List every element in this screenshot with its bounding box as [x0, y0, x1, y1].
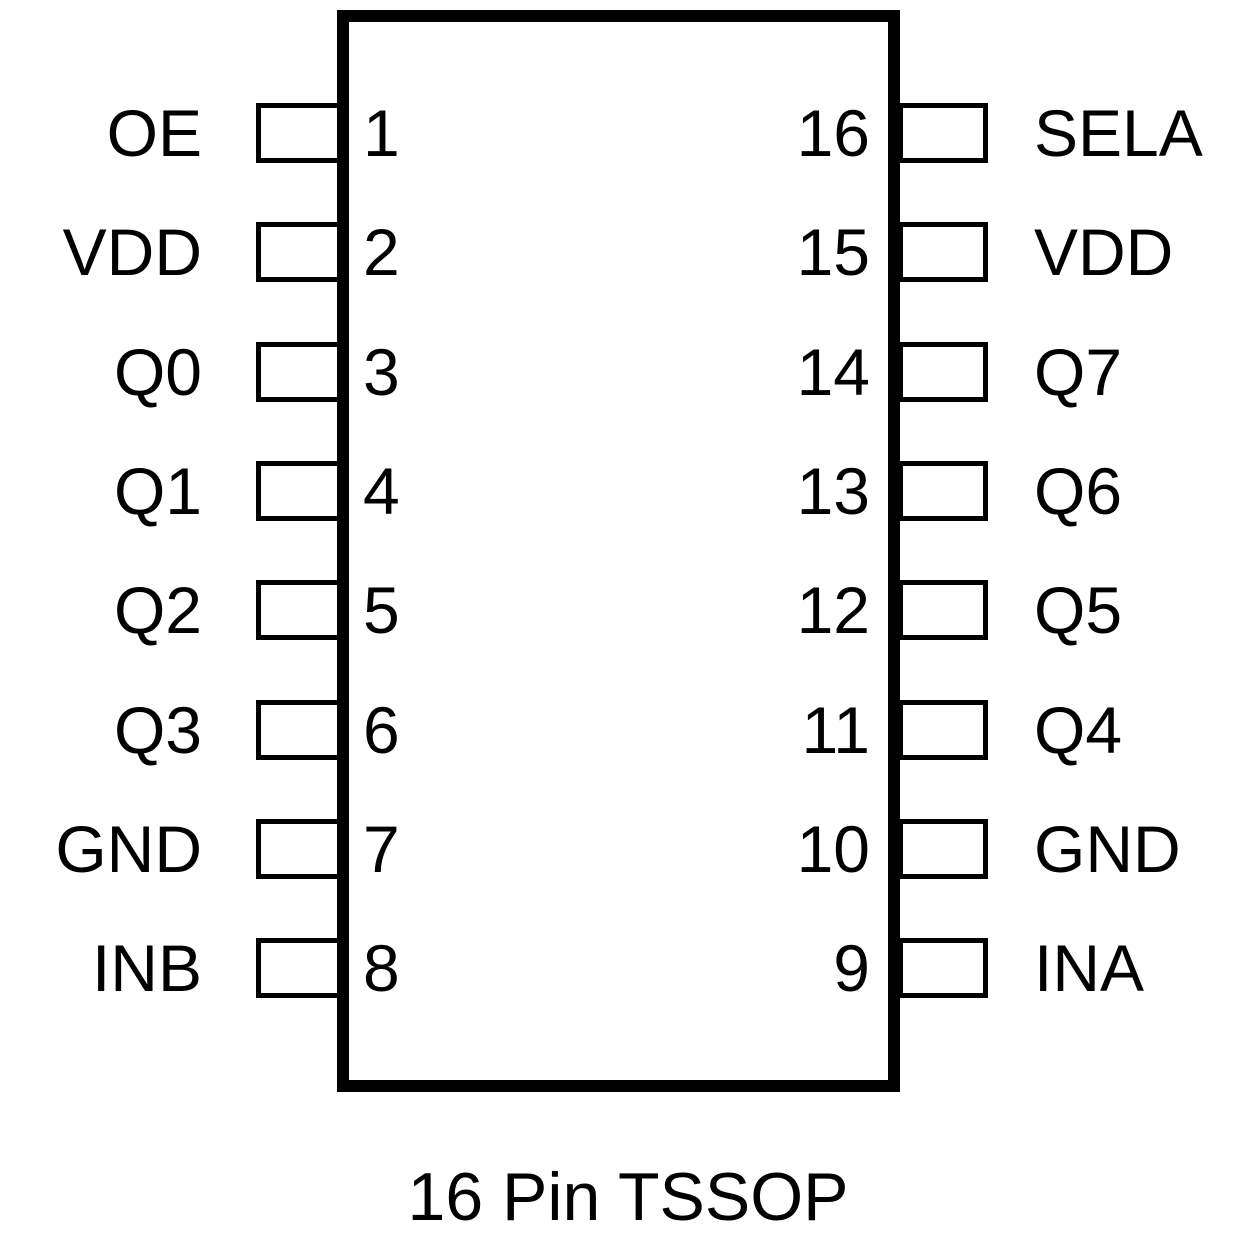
pin-stub-left-7: [256, 819, 346, 879]
pin-label-gnd-right: GND: [1034, 812, 1181, 886]
pin-number-7: 7: [363, 812, 400, 886]
pin-stub-right-16: [898, 103, 988, 163]
pin-stub-right-13: [898, 461, 988, 521]
pin-number-13: 13: [796, 454, 870, 528]
pin-number-2: 2: [363, 215, 400, 289]
pin-stub-right-12: [898, 580, 988, 640]
pin-number-4: 4: [363, 454, 400, 528]
pin-stub-left-8: [256, 938, 346, 998]
pin-stub-right-11: [898, 700, 988, 760]
pin-label-vdd-left: VDD: [62, 215, 202, 289]
pin-label-q4: Q4: [1034, 693, 1123, 767]
pin-number-14: 14: [796, 335, 870, 409]
pin-number-3: 3: [363, 335, 400, 409]
pin-stub-left-3: [256, 342, 346, 402]
pin-number-5: 5: [363, 573, 400, 647]
pin-stub-left-4: [256, 461, 346, 521]
pin-label-q1: Q1: [113, 454, 202, 528]
chip-body-outline: [337, 10, 900, 1092]
pin-stub-left-5: [256, 580, 346, 640]
pin-number-16: 16: [796, 96, 870, 170]
package-caption: 16 Pin TSSOP: [407, 1159, 849, 1235]
pin-label-q0: Q0: [113, 335, 202, 409]
pin-number-6: 6: [363, 693, 400, 767]
pin-number-11: 11: [801, 693, 870, 767]
pin-number-10: 10: [796, 812, 870, 886]
pin-label-ina: INA: [1034, 931, 1145, 1005]
pin-stub-left-2: [256, 222, 346, 282]
pin-stub-left-6: [256, 700, 346, 760]
pin-number-1: 1: [363, 96, 400, 170]
pin-number-12: 12: [796, 573, 870, 647]
pin-label-q6: Q6: [1034, 454, 1123, 528]
pin-label-q3: Q3: [113, 693, 202, 767]
pin-label-inb: INB: [91, 931, 202, 1005]
pin-label-oe: OE: [106, 96, 202, 170]
pin-label-q7: Q7: [1034, 335, 1123, 409]
pin-label-gnd-left: GND: [55, 812, 202, 886]
pin-stub-left-1: [256, 103, 346, 163]
pin-number-9: 9: [833, 931, 870, 1005]
pin-number-8: 8: [363, 931, 400, 1005]
pin-label-q5: Q5: [1034, 573, 1123, 647]
pin-number-15: 15: [796, 215, 870, 289]
pin-label-sela: SELA: [1034, 96, 1203, 170]
pin-stub-right-15: [898, 222, 988, 282]
pin-stub-right-14: [898, 342, 988, 402]
pin-label-q2: Q2: [113, 573, 202, 647]
pin-label-vdd-right: VDD: [1034, 215, 1174, 289]
pin-stub-right-9: [898, 938, 988, 998]
pin-stub-right-10: [898, 819, 988, 879]
